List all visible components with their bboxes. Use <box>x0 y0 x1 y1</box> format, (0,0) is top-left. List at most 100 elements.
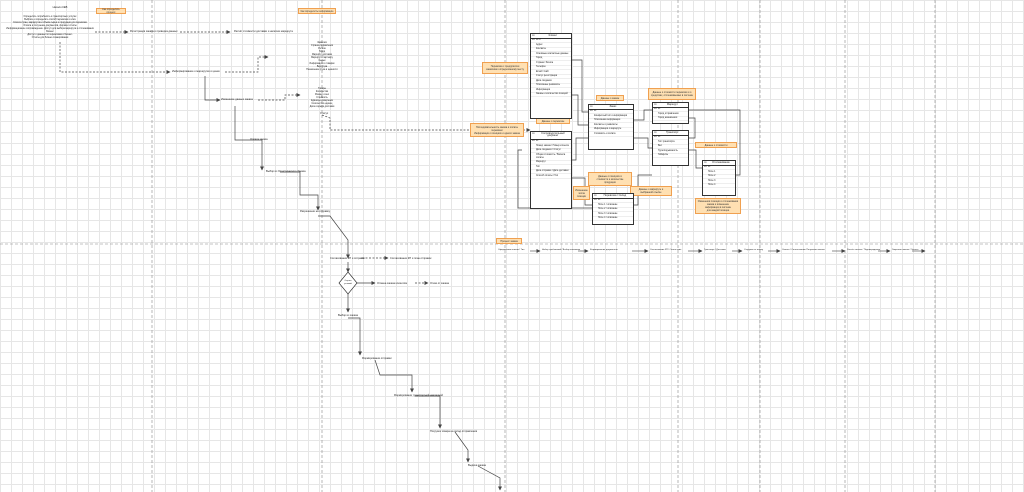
flow1-connectors <box>59 30 531 259</box>
field-key <box>532 149 535 152</box>
field-key <box>594 204 597 207</box>
entity-name: Транспорт <box>666 130 679 134</box>
field-key <box>704 180 707 183</box>
flow1-step-register: Регистрация заказа и проверка данных <box>130 30 178 33</box>
note-order-data: Данные о заказе <box>596 95 624 101</box>
field-name: Дата создания / Статус <box>536 149 561 152</box>
note-shipment: Перевозка с предприятия заказчика к опре… <box>482 62 528 74</box>
field-key <box>532 175 535 178</box>
field-key <box>532 154 535 160</box>
field-key: PK <box>594 199 598 202</box>
field-key <box>590 119 593 122</box>
note-cost-data: Данные о стоимости перевозки и о средств… <box>648 88 696 100</box>
field-name: ID <box>536 140 539 143</box>
field-name: Контакты <box>536 48 546 51</box>
note-cost: Данные о стоимости <box>695 142 737 148</box>
entity-header: PK Сопроводительный документ <box>531 132 571 140</box>
entity-name: Перевозка / Склад <box>603 193 627 197</box>
field-key <box>532 166 535 169</box>
flow1-step-select: Выбор из Логистического Заказа <box>266 170 306 173</box>
entity-field: Дата отправки / Дата доставки <box>531 170 571 175</box>
entity-key-marker: PK <box>590 105 593 108</box>
entity-key-marker: PK <box>532 34 535 37</box>
entity-field: Поле 4 / описание <box>593 217 633 222</box>
row-flow-step: Оплата / Согласование Получения заказа <box>782 249 825 251</box>
note-positions: Данные о позициях в стоимости и количест… <box>588 172 632 186</box>
list-item: Стоимость <box>316 97 328 99</box>
field-name: Email / Сайт <box>536 70 549 73</box>
field-key <box>532 66 535 69</box>
flow1-step-status: Статус <box>320 112 329 115</box>
field-key <box>590 133 593 136</box>
field-key: PK <box>704 166 708 169</box>
entity-name: Сопроводительный документ <box>541 131 565 138</box>
field-key <box>654 141 657 144</box>
process-title: Начало КЕВ <box>52 6 68 9</box>
description-line: Информационное сопровождение. Доступ для… <box>6 28 94 30</box>
field-name: Контакты и реквизиты <box>594 123 618 126</box>
field-key: PK <box>590 110 594 113</box>
field-name: Общая стоимость / Валюта оплаты <box>536 153 566 159</box>
flow1-step-change: Изменение данных заказа <box>221 98 253 101</box>
entity-field: Основные контактные данные <box>531 52 571 57</box>
field-key <box>532 84 535 87</box>
list-item: Страна отправления <box>310 45 334 47</box>
note-position-count: Изменение числа позиции <box>573 186 590 200</box>
entity-field: Тип транспорта <box>653 140 688 145</box>
flow2-step-agree-plan: Согласование КП и план отправок <box>390 257 432 260</box>
field-name: Тип транспорта <box>658 140 675 143</box>
field-key <box>654 113 657 116</box>
process-description: Определить потребность в транспортных ус… <box>6 16 93 40</box>
flow2-step-refuse: Отказ от заказа <box>430 282 449 285</box>
flow2-step-cancel: Отмена заказа клиентом <box>377 282 408 285</box>
entity-field: Габариты <box>653 154 688 159</box>
field-key: PK <box>532 39 536 42</box>
entity-field: Поле 3 / описание <box>593 212 633 217</box>
flow1-step-pay: Оплата заказа <box>250 138 268 141</box>
row-flow-step: Формирование документов <box>590 249 618 251</box>
entity-name: Отслеживание <box>712 160 730 164</box>
field-name: Страна / Регион <box>536 61 554 64</box>
flow2-step-waybill: Формирование транспортной накладной <box>394 394 443 397</box>
field-key <box>654 150 657 153</box>
entity-key-marker: PK <box>532 132 535 135</box>
field-key: PK <box>654 108 658 111</box>
description-line: Оплата и получение документов, форма и о… <box>23 25 77 27</box>
field-key <box>532 44 535 47</box>
field-key <box>532 89 535 92</box>
field-name: Грузоподъёмность <box>658 149 678 152</box>
field-key: PK <box>532 140 536 143</box>
note-order-process: Процесс заказа <box>496 238 522 244</box>
entity-key-marker: PK <box>704 161 707 164</box>
entity-field: Платёжная информация <box>589 119 633 124</box>
list-item: Регион <box>318 48 326 50</box>
row-flow-step: Закрытие заказа / Оплата <box>892 249 919 251</box>
field-key <box>532 75 535 78</box>
entity-field: Статус регистрации <box>531 75 571 80</box>
field-key <box>590 124 593 127</box>
flow1-step-inform: Информирование о маршрутах и ценах <box>172 70 220 73</box>
entity-field: Стоимость и оплата <box>589 132 633 137</box>
entity-header: PK Перевозка / Склад <box>593 194 633 199</box>
field-key <box>532 161 535 164</box>
entity-field: Маршрут <box>531 161 571 166</box>
field-name: ID <box>598 199 601 202</box>
field-name: Заказы и количество позиций <box>536 93 568 96</box>
list-item: Размер и вес <box>314 94 330 96</box>
flow1-step-calc: Расчёт стоимости доставки и наличие марш… <box>234 30 293 33</box>
field-name: Адрес <box>536 43 543 46</box>
row-flow-step: Оформление заказа / Тип <box>498 249 525 251</box>
field-name: ID <box>708 166 711 169</box>
field-name: ИНН <box>536 39 541 42</box>
list-item: Маршрут доставки <box>311 54 332 56</box>
